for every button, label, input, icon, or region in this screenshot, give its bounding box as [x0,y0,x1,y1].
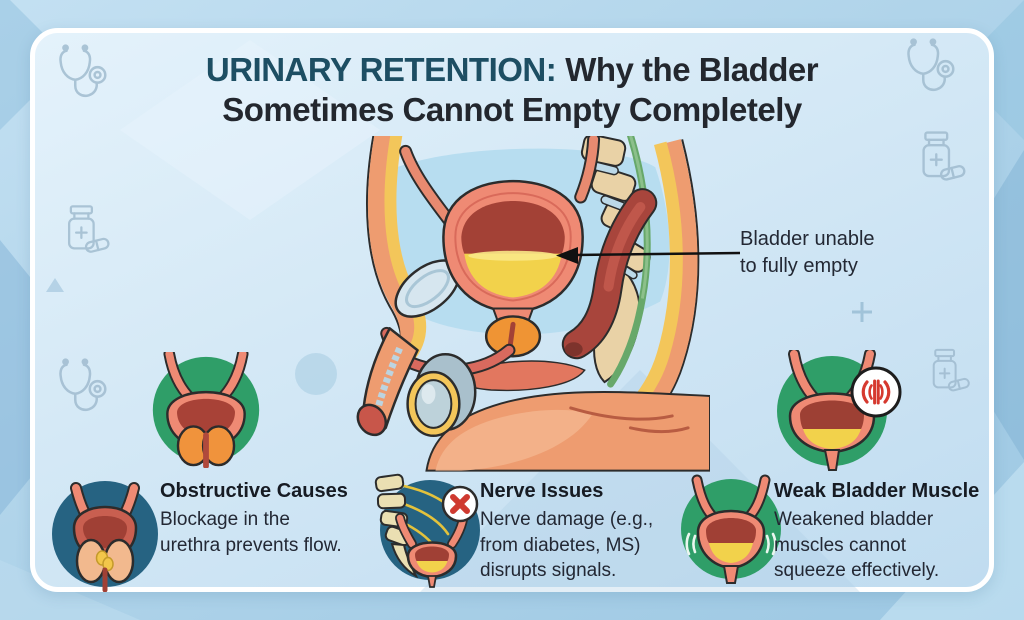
bladder-weak-signal-icon [777,350,902,471]
title-rest: Why the Bladder [565,51,819,88]
cause-title: Nerve Issues [480,480,604,502]
spine-nerves-x-badge-icon [374,473,480,588]
weak-bladder-badge-icon [681,474,781,584]
title-line-2: Sometimes Cannot Empty Completely [222,91,802,128]
pill-bottle-icon [67,205,110,253]
cause-title: Obstructive Causes [160,480,348,502]
annotation-arrow [556,247,741,264]
cause-description: Weakened bladder muscles cannot squeeze … [774,509,940,581]
stethoscope-icon [907,38,955,91]
title-line-1: URINARY RETENTION:Why the Bladder [0,50,1024,90]
blocked-urethra-badge-icon [52,481,158,592]
bladder-prostate-frontal-icon [152,352,260,468]
stethoscope-icon [59,44,107,97]
cause-description: Nerve damage (e.g., from diabetes, MS) d… [480,509,654,581]
pill-bottle-icon [922,131,966,181]
cause-title: Weak Bladder Muscle [774,480,980,502]
pelvis-cross-section-illustration [356,136,710,472]
page-title: URINARY RETENTION:Why the Bladder Someti… [0,50,1024,130]
title-highlight: URINARY RETENTION: [205,51,557,88]
cause-description: Blockage in the urethra prevents flow. [160,509,342,556]
stethoscope-icon [59,358,107,411]
bladder-annotation: Bladder unable to fully empty [740,228,875,277]
pill-bottle-icon [932,348,970,392]
